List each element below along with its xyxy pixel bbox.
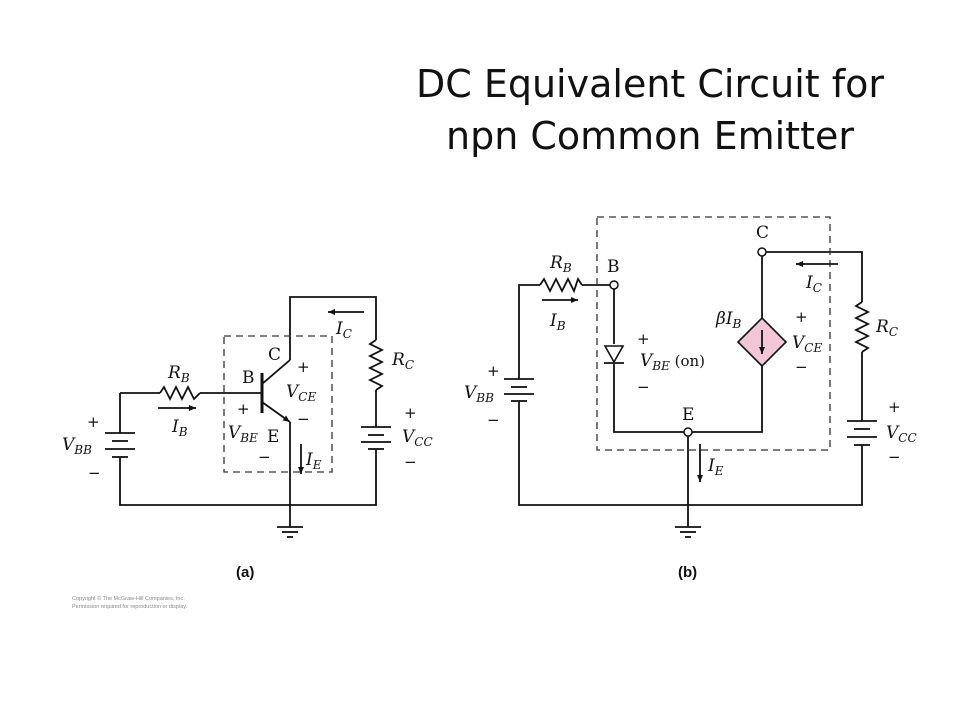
sign-a-vce-minus: −: [297, 410, 310, 428]
resistor-b-rb: [539, 276, 583, 294]
label-b-vcc: VCC: [886, 423, 917, 445]
label-a-vcc: VCC: [402, 427, 433, 449]
sign-b-vbb-minus: −: [487, 411, 500, 429]
label-a-node-b: B: [242, 368, 255, 388]
terminal-b-emitter: [683, 427, 693, 437]
sign-a-vbe-plus: +: [237, 400, 250, 418]
caption-b: (b): [678, 564, 697, 581]
ground-b-icon: [675, 526, 701, 538]
terminal-b-collector: [757, 247, 767, 257]
npn-transistor: [260, 359, 291, 423]
label-b-rb: RB: [549, 253, 572, 275]
sign-a-vbb-minus: −: [88, 464, 101, 482]
battery-a-vcc: [361, 426, 391, 450]
sign-a-vbe-minus: −: [258, 448, 271, 466]
label-b-dependent-source: βIB: [715, 309, 742, 331]
circuit-a: RB IB RC IC IE VBB VCC VCE VBE B C E + −…: [62, 296, 433, 581]
label-b-vbb: VBB: [464, 383, 494, 405]
label-a-vbb: VBB: [62, 435, 92, 457]
wire-a-vbb-bottom: [119, 449, 377, 506]
label-b-node-b: B: [607, 257, 620, 277]
label-a-ib: IB: [171, 417, 188, 439]
sign-a-vce-plus: +: [297, 358, 310, 376]
circuit-b: RB IB RC IC IE VBB VCC VCE VBE (on) βIB …: [464, 216, 917, 581]
transistor-boundary-a: [223, 335, 333, 473]
wire-b-vbb-bottom: [518, 406, 863, 506]
title-line-2: npn Common Emitter: [446, 114, 854, 158]
resistor-b-rc: [853, 301, 871, 353]
label-a-ie: IE: [305, 450, 322, 472]
caption-a: (a): [236, 564, 254, 581]
dependent-current-source-icon: [736, 316, 788, 368]
label-a-node-e: E: [267, 427, 279, 447]
terminal-b-base: [609, 280, 619, 290]
label-a-node-c: C: [268, 345, 281, 365]
label-a-vce: VCE: [286, 382, 316, 404]
sign-b-vbe-minus: −: [637, 378, 650, 396]
label-b-vbe: VBE (on): [640, 351, 705, 373]
sign-b-vcc-plus: +: [888, 398, 901, 416]
sign-b-vbb-plus: +: [487, 362, 500, 380]
label-b-ie: IE: [707, 456, 724, 478]
title-line-1: DC Equivalent Circuit for: [415, 62, 885, 106]
slide-title: DC Equivalent Circuit for npn Common Emi…: [380, 58, 920, 162]
label-b-ic: IC: [805, 273, 822, 295]
sign-b-vbe-plus: +: [637, 330, 650, 348]
label-b-ib: IB: [549, 311, 566, 333]
label-b-node-e: E: [682, 405, 694, 425]
copyright-line-1: Copyright © The McGraw-Hill Companies, I…: [72, 595, 185, 602]
wire-b-collector-top: [766, 251, 863, 302]
label-b-vce: VCE: [792, 333, 822, 355]
sign-a-vcc-minus: −: [404, 453, 417, 471]
copyright-line-2: Permission required for reproduction or …: [72, 604, 188, 610]
diode-icon: [603, 345, 625, 364]
sign-b-vcc-minus: −: [888, 448, 901, 466]
label-a-ic: IC: [335, 319, 352, 341]
label-b-rc: RC: [875, 317, 898, 339]
sign-b-vce-plus: +: [795, 308, 808, 326]
battery-b-vbb: [504, 378, 534, 406]
battery-a-vbb: [105, 432, 135, 462]
label-a-rb: RB: [167, 363, 190, 385]
transistor-boundary-b: [596, 216, 831, 451]
resistor-a-rc: [367, 339, 385, 391]
label-a-vbe: VBE: [228, 423, 258, 445]
label-b-node-c: C: [756, 223, 769, 243]
battery-b-vcc: [847, 420, 877, 452]
wire-a-collector: [289, 296, 377, 360]
ground-a-icon: [277, 526, 303, 538]
label-a-rc: RC: [391, 350, 414, 372]
sign-a-vbb-plus: +: [87, 413, 100, 431]
sign-a-vcc-plus: +: [404, 404, 417, 422]
resistor-a-rb: [159, 384, 201, 402]
sign-b-vce-minus: −: [795, 358, 808, 376]
wire-b-vbb-top: [518, 284, 540, 379]
